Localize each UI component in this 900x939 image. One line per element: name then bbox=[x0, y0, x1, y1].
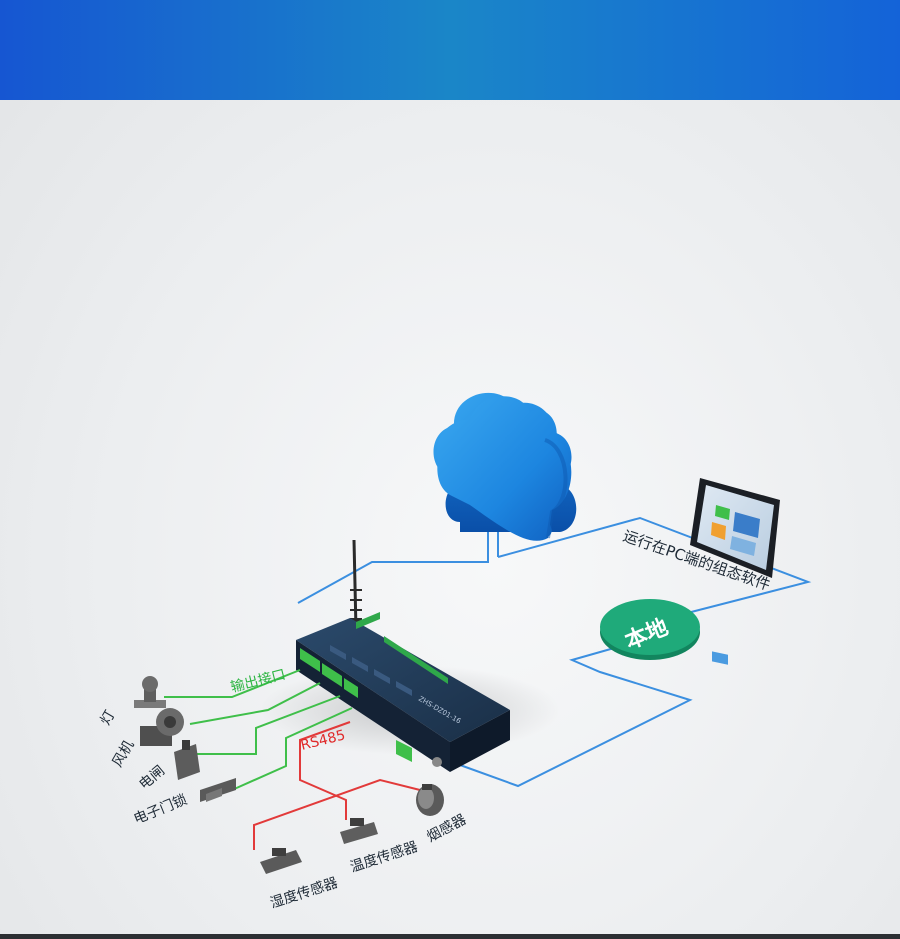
output-lines bbox=[164, 669, 353, 791]
breaker-icon bbox=[174, 740, 200, 780]
cloud-icon bbox=[433, 392, 577, 541]
output-label-light: 灯 bbox=[98, 708, 119, 728]
pc-monitor bbox=[690, 478, 780, 665]
local-line bbox=[459, 634, 693, 788]
sensor-label-smoke: 烟感器 bbox=[424, 811, 469, 846]
sensor-label-humidity: 湿度传感器 bbox=[268, 874, 340, 912]
output-label-door-lock: 电子门锁 bbox=[132, 792, 190, 828]
output-label-breaker: 电闸 bbox=[136, 763, 168, 793]
temperature-sensor-icon bbox=[340, 818, 378, 844]
door-lock-icon bbox=[200, 778, 236, 802]
io-controller-device: ZHS-DZ01-16 bbox=[296, 612, 510, 772]
sensor-label-temperature: 温度传感器 bbox=[348, 838, 420, 876]
humidity-sensor-icon bbox=[260, 848, 302, 874]
fan-icon bbox=[140, 708, 184, 746]
bottom-rule bbox=[0, 934, 900, 939]
header-banner bbox=[0, 0, 900, 100]
smoke-detector-icon bbox=[416, 784, 444, 816]
light-icon bbox=[134, 676, 166, 708]
local-badge: 本地 bbox=[600, 599, 700, 660]
antenna bbox=[350, 539, 362, 632]
output-label-fan: 风机 bbox=[110, 738, 138, 770]
